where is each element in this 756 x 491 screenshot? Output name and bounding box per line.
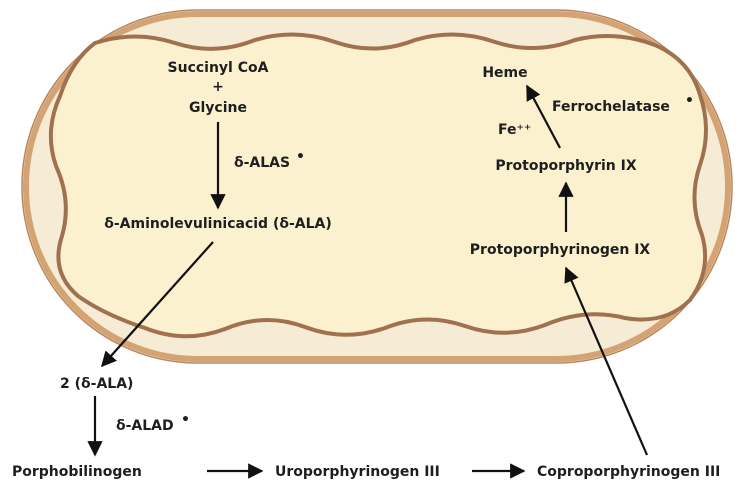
mitochondrion <box>22 10 732 363</box>
label-alas-enzyme: δ-ALAS <box>234 155 290 171</box>
label-porphobilinogen: Porphobilinogen <box>12 464 142 480</box>
label-uroporphyrinogen: Uroporphyrinogen III <box>275 464 440 480</box>
label-glycine: Glycine <box>189 100 247 116</box>
label-plus: + <box>212 79 224 95</box>
label-fe: Fe⁺⁺ <box>498 122 531 138</box>
alad-dot-marker: • <box>181 412 190 428</box>
label-alad-enzyme: δ-ALAD <box>116 418 174 434</box>
label-succinyl-coa: Succinyl CoA <box>168 60 269 76</box>
label-protoporphyrin: Protoporphyrin IX <box>495 158 637 174</box>
label-two-ala: 2 (δ-ALA) <box>60 376 133 392</box>
label-protoporphyrinogen: Protoporphyrinogen IX <box>470 242 651 258</box>
ferrochelatase-dot-marker: • <box>685 93 694 109</box>
label-heme: Heme <box>482 65 527 81</box>
label-ferrochelatase: Ferrochelatase <box>552 99 670 115</box>
inner-membrane <box>51 34 706 336</box>
alas-dot-marker: • <box>296 149 305 165</box>
label-ala: δ-Aminolevulinicacid (δ-ALA) <box>104 216 332 232</box>
label-coproporphyrinogen: Coproporphyrinogen III <box>537 464 720 480</box>
